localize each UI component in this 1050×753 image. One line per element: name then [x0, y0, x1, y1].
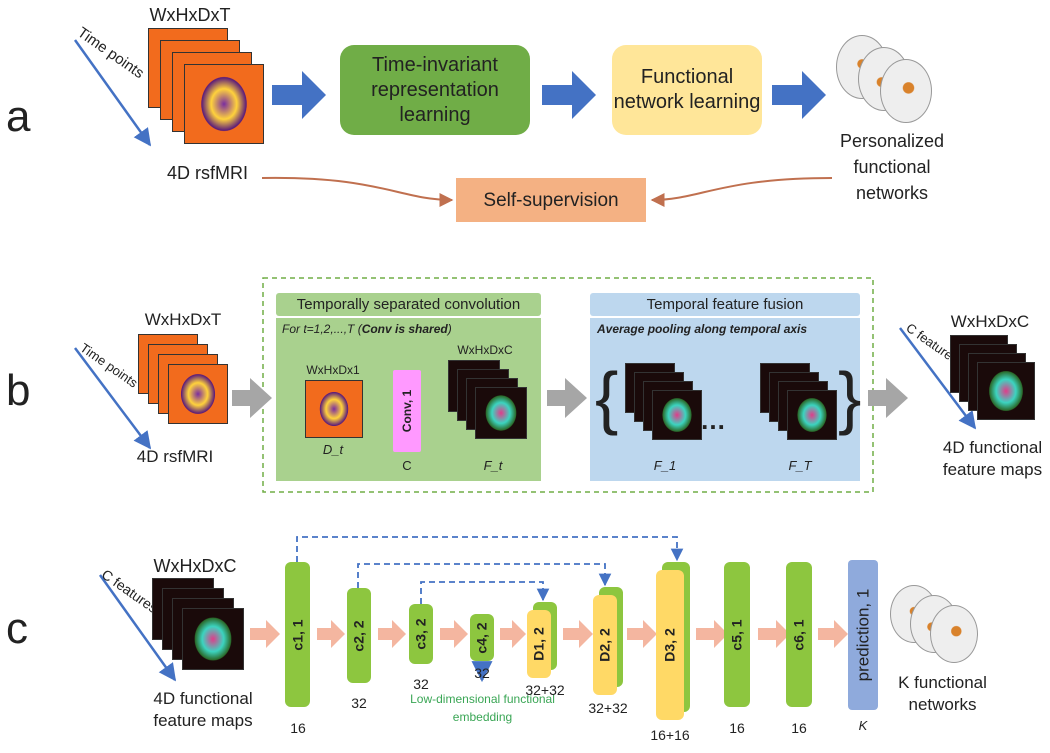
panel-b-dashed-frame — [262, 277, 874, 493]
channels-d3: 16+16 — [650, 727, 690, 743]
feature-axis-arrow-c — [98, 574, 177, 682]
dims-label-c: WxHxDxC — [153, 556, 237, 576]
block-d1: D1, 2 — [527, 610, 551, 678]
input-label-a: 4D rsfMRI — [167, 163, 248, 183]
skip-connection-c1-d3 — [296, 536, 684, 562]
panel-letter-a: a — [6, 92, 31, 141]
block-d3: D3, 2 — [656, 570, 684, 720]
block-c2: c2, 2 — [347, 588, 371, 683]
conv-c-label: C — [402, 458, 412, 473]
block-c5: c5, 1 — [724, 562, 750, 707]
rsfmri-image-stack-b — [138, 334, 233, 434]
time-axis-arrow-a — [73, 39, 152, 147]
panel-letter-b: b — [6, 366, 31, 415]
right-brace: } — [838, 358, 862, 436]
block-d2: D2, 2 — [593, 595, 617, 695]
time-axis-arrow-b — [74, 347, 152, 450]
ellipsis: … — [700, 405, 728, 435]
fusion-label-first: F_1 — [653, 458, 677, 473]
fusion-label-last: F_T — [788, 458, 812, 473]
self-supervision-curve-right — [650, 177, 833, 207]
input-label-b: 4D rsfMRI — [136, 447, 214, 466]
pink-chevrons-c — [250, 620, 848, 648]
dims-label-b-in: WxHxDxT — [144, 310, 222, 329]
prediction-block: prediction, 1 — [848, 560, 878, 710]
block-c6: c6, 1 — [786, 562, 812, 707]
gray-arrow-b1 — [232, 378, 272, 418]
fusion-title: Temporal feature fusion — [590, 293, 860, 316]
left-brace: { — [595, 358, 619, 436]
slice-dims-label: WxHxDx1 — [306, 363, 360, 377]
brain-networks-icon-c — [890, 585, 1000, 665]
rsfmri-image-stack-a — [148, 28, 268, 158]
feature-label: F_t — [483, 458, 503, 473]
block-c4: c4, 2 — [470, 614, 494, 661]
fusion-stack-first — [625, 363, 705, 453]
self-supervision-curve-left — [261, 176, 454, 207]
feature-dims-label: WxHxDxC — [457, 343, 513, 357]
channels-c6: 16 — [791, 720, 807, 736]
fusion-stack-last — [760, 363, 840, 453]
embedding-label: Low-dimensional functional embedding — [410, 692, 555, 724]
channels-c5: 16 — [729, 720, 745, 736]
time-invariant-box: Time-invariant representation learning — [340, 45, 530, 135]
functional-network-box: Functional network learning — [612, 45, 762, 135]
block-c3: c3, 2 — [409, 604, 433, 664]
brain-networks-icon-a — [836, 35, 946, 125]
conv-subtitle: For t=1,2,...,T (Conv is shared) — [282, 322, 452, 336]
feature-map-stack — [448, 360, 533, 455]
feature-axis-arrow-b — [899, 327, 977, 430]
slice-image — [305, 380, 363, 438]
output-label-b: 4D functional feature maps — [942, 438, 1043, 479]
fusion-subtitle: Average pooling along temporal axis — [597, 322, 808, 336]
output-label-a: Personalized functional networks — [839, 131, 945, 203]
dims-label-b-out: WxHxDxC — [950, 312, 1030, 331]
input-label-c: 4D functional feature maps — [153, 689, 253, 730]
panel-letter-c: c — [6, 604, 28, 653]
channels-c1: 16 — [290, 720, 306, 736]
flow-arrow-a1 — [272, 71, 326, 119]
gray-arrow-b2 — [547, 378, 587, 418]
channels-c3: 32 — [413, 676, 429, 692]
slice-label: D_t — [322, 442, 344, 457]
skip-connection-c3-d1 — [420, 581, 550, 604]
channels-c4: 32 — [474, 665, 490, 681]
gray-arrow-b3 — [868, 378, 908, 418]
skip-connection-c2-d2 — [357, 563, 612, 588]
channels-d2: 32+32 — [588, 700, 628, 716]
block-c1: c1, 1 — [285, 562, 310, 707]
output-label-c: K functional networks — [898, 673, 987, 714]
output-feature-stack-b — [950, 335, 1045, 435]
channels-d1: 32+32 — [525, 682, 565, 698]
conv-block: Conv, 1 — [393, 370, 421, 452]
conv-title: Temporally separated convolution — [276, 293, 541, 316]
input-feature-stack-c — [152, 578, 252, 678]
self-supervision-box: Self-supervision — [456, 178, 646, 222]
dims-label-a: WxHxDxT — [149, 5, 231, 25]
prediction-k-label: K — [858, 718, 868, 733]
flow-arrow-a3 — [772, 71, 826, 119]
channels-c2: 32 — [351, 695, 367, 711]
flow-arrow-a2 — [542, 71, 596, 119]
